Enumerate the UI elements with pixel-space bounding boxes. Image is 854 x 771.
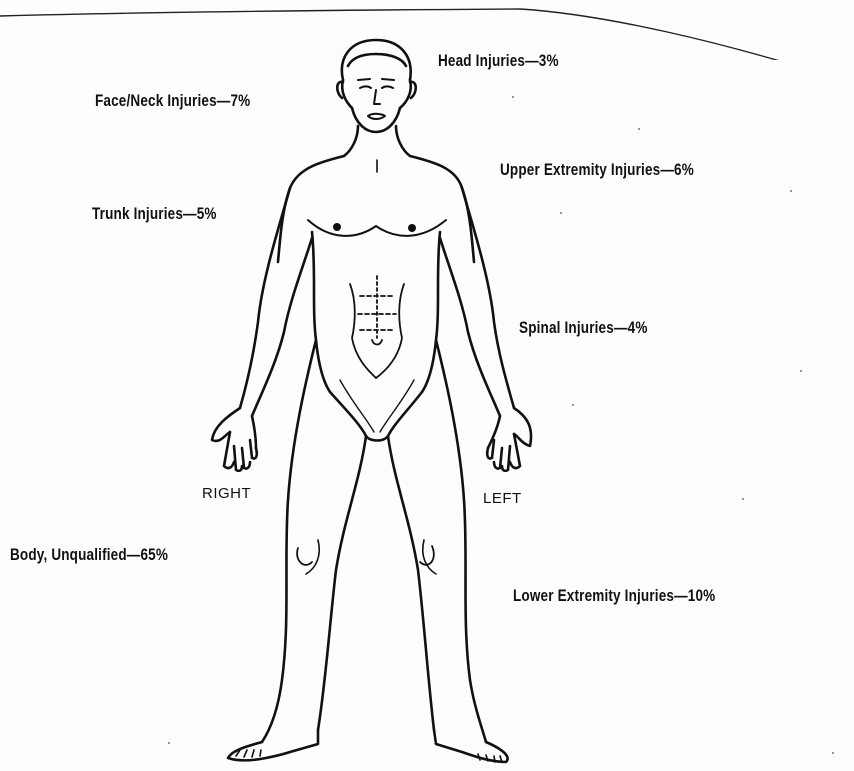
left-arm (440, 188, 531, 471)
abdomen-detail (340, 276, 414, 432)
label-spinal-injuries: Spinal Injuries—4% (519, 319, 648, 338)
label-upper-extremity-injuries: Upper Extremity Injuries—6% (500, 161, 694, 180)
nipple-right (333, 223, 341, 231)
scan-speck (832, 752, 834, 754)
torso-outline (278, 156, 474, 441)
scan-speck (638, 128, 640, 130)
feet (228, 730, 508, 762)
label-lower-extremity-injuries: Lower Extremity Injuries—10% (513, 587, 715, 606)
scan-speck (742, 498, 744, 500)
face-features (358, 79, 394, 119)
scan-speck (790, 190, 792, 192)
scan-speck (800, 370, 802, 372)
scan-speck (560, 212, 562, 214)
side-label-right: RIGHT (202, 485, 251, 502)
scan-speck (168, 742, 170, 744)
legs (262, 340, 486, 742)
label-head-injuries: Head Injuries—3% (438, 52, 559, 71)
label-trunk-injuries: Trunk Injuries—5% (92, 205, 217, 224)
side-label-left: LEFT (483, 490, 522, 507)
scan-speck (512, 96, 514, 98)
label-body-unqualified: Body, Unqualified—65% (10, 546, 168, 565)
scan-speck (572, 404, 574, 406)
label-face-neck-injuries: Face/Neck Injuries—7% (95, 92, 250, 111)
nipple-left (408, 224, 416, 232)
